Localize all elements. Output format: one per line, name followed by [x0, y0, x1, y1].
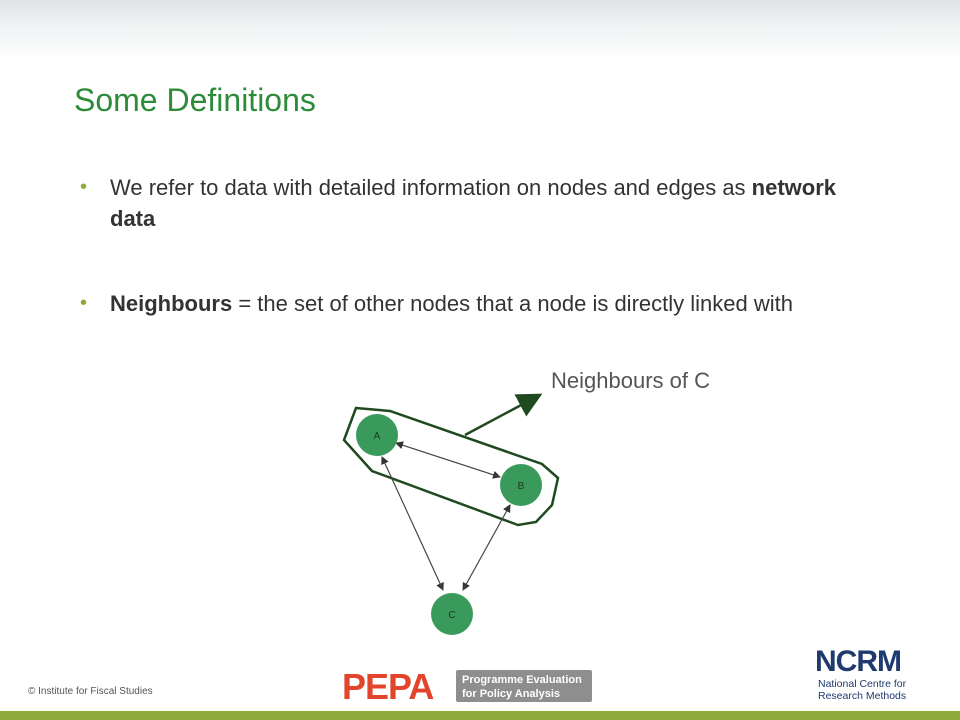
pepa-logo: PEPA Programme Evaluation for Policy Ana… — [342, 668, 592, 704]
pepa-logo-tagline-box — [456, 670, 592, 702]
bullet-dot-icon: • — [80, 292, 88, 314]
edge-c-b — [462, 504, 511, 591]
node-a: A — [356, 414, 398, 456]
edge-c-a — [381, 456, 444, 591]
pepa-logo-word: PEPA — [342, 668, 434, 704]
bullet-neighbours: • Neighbours = the set of other nodes th… — [80, 288, 860, 319]
ncrm-logo: NCRM National Centre for Research Method… — [815, 645, 935, 703]
neighbours-enclosure — [342, 406, 560, 527]
bullet-bold-term: Neighbours — [110, 291, 233, 316]
callout-arrow — [464, 393, 543, 437]
pepa-logo-tagline-line1: Programme Evaluation — [462, 674, 582, 686]
ncrm-logo-line1: National Centre for — [818, 678, 907, 690]
bullet-text: We refer to data with detailed informati… — [110, 175, 752, 200]
slide-title: Some Definitions — [74, 82, 316, 118]
ncrm-logo-line2: Research Methods — [818, 690, 907, 702]
copyright-notice: © Institute for Fiscal Studies — [28, 686, 153, 697]
bullet-bold-term: network data — [110, 175, 837, 231]
ncrm-logo-word: NCRM — [815, 645, 902, 678]
bullet-dot-icon: • — [80, 176, 88, 198]
neighbours-callout-label: Neighbours of C — [551, 368, 710, 393]
bullet-text: = the set of other nodes that a node is … — [232, 291, 793, 316]
node-b: B — [500, 464, 542, 506]
bullet-network-data: • We refer to data with detailed informa… — [80, 172, 860, 234]
top-gradient-band — [0, 0, 960, 62]
edge-b-a — [395, 441, 501, 478]
pepa-logo-tagline-line2: for Policy Analysis — [462, 688, 560, 700]
node-b-label: B — [518, 481, 525, 492]
node-c: C — [431, 593, 473, 635]
bullet-list: • We refer to data with detailed informa… — [80, 172, 860, 319]
bottom-accent-bar — [0, 711, 960, 720]
node-c-label: C — [448, 610, 455, 621]
network-diagram: A B C — [342, 393, 560, 635]
node-a-label: A — [374, 431, 381, 442]
